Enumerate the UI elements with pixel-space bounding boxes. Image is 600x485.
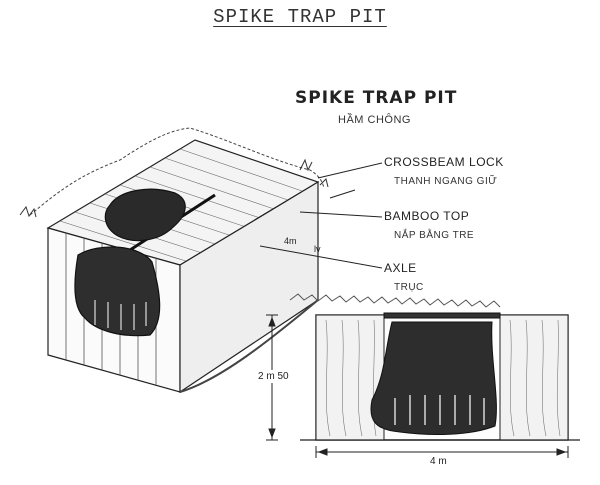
perspective-pit-view — [19, 127, 329, 394]
page-title: SPIKE TRAP PIT — [213, 6, 387, 28]
depth-dimension-label: 2 m 50 — [258, 370, 289, 383]
leader-lines — [259, 162, 383, 269]
cross-section-view — [289, 293, 580, 441]
diagram-heading: SPIKE TRAP PIT — [295, 88, 458, 108]
label-bamboo-top-sub: NẮP BẰNG TRE — [394, 230, 475, 241]
small-mark-lv: lv — [314, 244, 321, 254]
label-axle: AXLE — [384, 261, 417, 275]
label-crossbeam-lock: CROSSBEAM LOCK — [384, 155, 504, 169]
label-bamboo-top: BAMBOO TOP — [384, 209, 470, 223]
width-dimension-label: 4 m — [430, 456, 447, 467]
label-crossbeam-lock-sub: THANH NGANG GIỮ — [394, 176, 498, 187]
label-axle-sub: TRỤC — [394, 282, 424, 293]
diagram-subheading: HẦM CHÔNG — [338, 114, 411, 126]
small-mark-4m: 4m — [284, 236, 297, 246]
